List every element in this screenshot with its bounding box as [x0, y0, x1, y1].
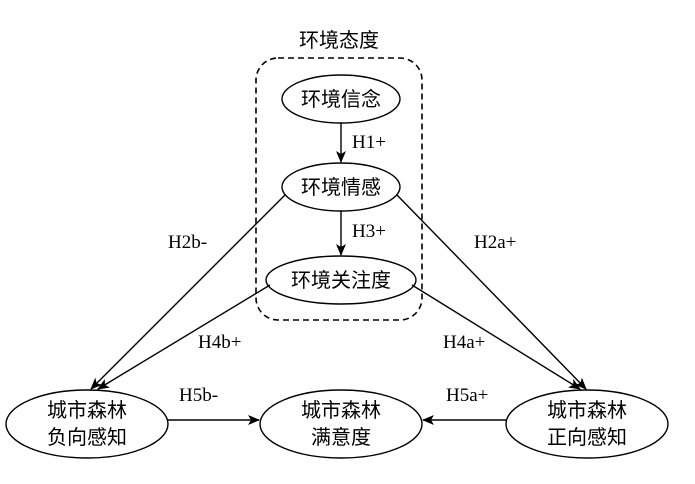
edge-label-h5a: H5a+ — [446, 385, 488, 406]
node-attention: 环境关注度 — [265, 255, 417, 305]
svg-text:负向感知: 负向感知 — [47, 425, 127, 449]
svg-text:正向感知: 正向感知 — [547, 425, 627, 449]
edge-h2b — [90, 194, 286, 390]
svg-text:城市森林: 城市森林 — [547, 398, 627, 422]
edge-h4b — [97, 284, 271, 390]
edge-label-h5b: H5b- — [179, 385, 218, 406]
node-satisfaction: 城市森林 满意度 — [259, 389, 423, 459]
attitude-group-label: 环境态度 — [299, 28, 379, 52]
edge-label-h4b: H4b+ — [198, 332, 241, 353]
svg-text:环境关注度: 环境关注度 — [291, 268, 391, 292]
svg-text:环境情感: 环境情感 — [301, 175, 381, 199]
svg-text:满意度: 满意度 — [311, 425, 371, 449]
edge-h4a — [411, 284, 581, 390]
attitude-group-box — [255, 57, 423, 321]
edge-label-h3: H3+ — [352, 221, 386, 242]
node-positive-perception: 城市森林 正向感知 — [505, 389, 669, 459]
svg-text:城市森林: 城市森林 — [47, 398, 127, 422]
svg-text:城市森林: 城市森林 — [301, 398, 381, 422]
node-belief: 环境信念 — [281, 74, 401, 124]
edge-label-h2a: H2a+ — [474, 232, 516, 253]
edge-h2a — [396, 194, 587, 390]
edge-label-h4a: H4a+ — [443, 332, 485, 353]
node-negative-perception: 城市森林 负向感知 — [5, 389, 169, 459]
svg-text:环境信念: 环境信念 — [301, 87, 381, 111]
node-emotion: 环境情感 — [281, 162, 401, 212]
edge-label-h2b: H2b- — [168, 232, 207, 253]
edge-label-h1: H1+ — [352, 132, 386, 153]
